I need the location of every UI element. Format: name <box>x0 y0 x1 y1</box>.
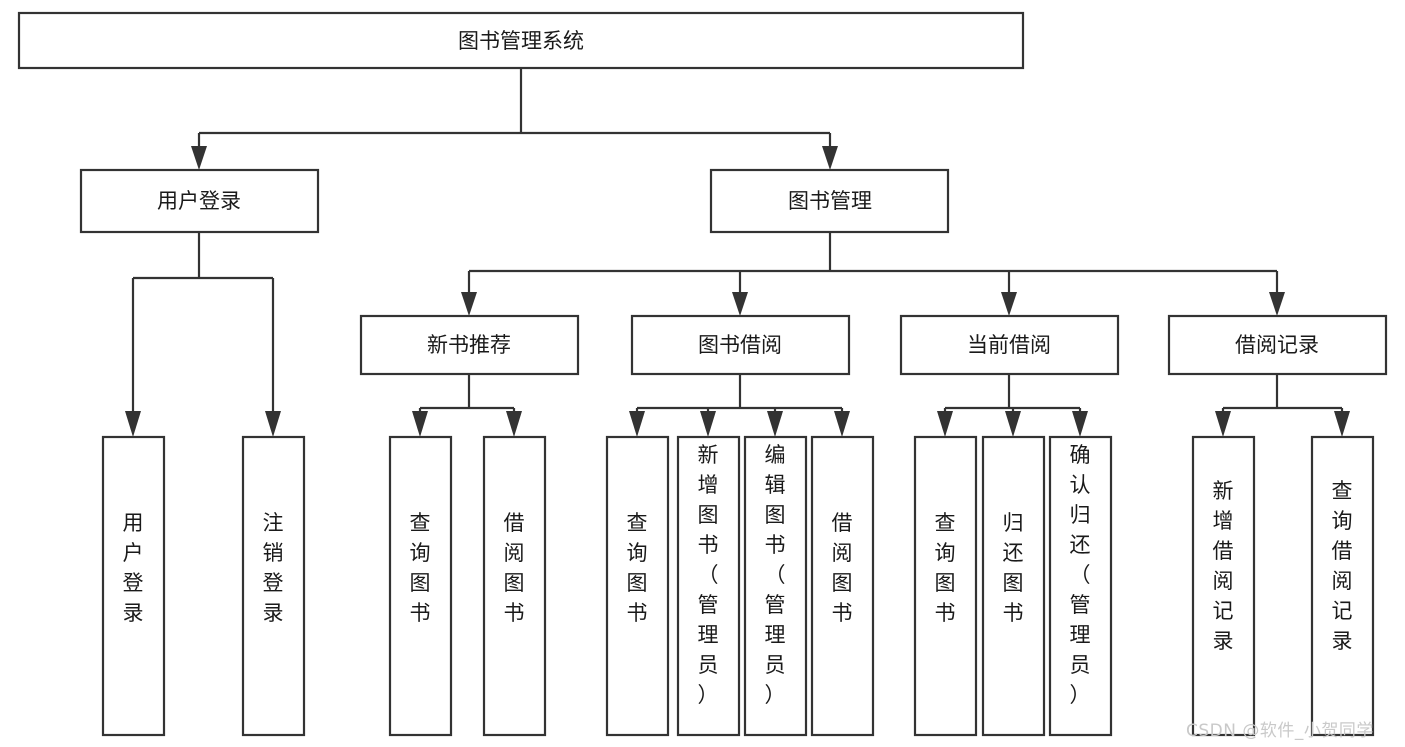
node-book-borrow-label: 图书借阅 <box>698 333 782 357</box>
node-leaf-edit-book-label: 编辑图书（管理员） <box>765 443 786 707</box>
node-user-login[interactable]: 用户登录 <box>79 168 320 234</box>
arrowhead-leaf-10 <box>1005 411 1021 437</box>
node-book-borrow-box[interactable] <box>630 314 851 376</box>
node-leaf-confirm-return[interactable]: 确认归还（管理员） <box>1048 435 1113 737</box>
node-leaf-user-login[interactable]: 用户登录 <box>101 435 166 737</box>
node-new-book-recommend[interactable]: 新书推荐 <box>359 314 580 376</box>
node-borrow-records[interactable]: 借阅记录 <box>1167 314 1388 376</box>
node-leaf-query-borrow-record-box[interactable] <box>1310 435 1375 737</box>
connector-group-book-mgmt <box>461 232 1285 316</box>
node-leaf-query-book-1-box[interactable] <box>388 435 453 737</box>
node-leaf-borrow-book-1-label: 借阅图书 <box>504 511 525 625</box>
arrowhead-l2-2 <box>822 146 838 170</box>
node-leaf-add-borrow-record-label: 新增借阅记录 <box>1213 479 1234 653</box>
node-new-book-recommend-label: 新书推荐 <box>427 333 511 357</box>
node-borrow-records-label: 借阅记录 <box>1235 333 1319 357</box>
node-leaf-query-book-2-label: 查询图书 <box>627 511 648 625</box>
arrowhead-l3-2 <box>732 292 748 316</box>
node-leaf-borrow-book-2-label: 借阅图书 <box>832 511 853 625</box>
node-leaf-return-book-label: 归还图书 <box>1003 511 1024 625</box>
arrowhead-leaf-9 <box>937 411 953 437</box>
node-current-borrow-label: 当前借阅 <box>967 333 1051 357</box>
node-leaf-return-book[interactable]: 归还图书 <box>981 435 1046 737</box>
node-leaf-borrow-book-2-box[interactable] <box>810 435 875 737</box>
node-leaf-return-book-box[interactable] <box>981 435 1046 737</box>
node-leaf-query-book-1-label: 查询图书 <box>410 511 431 625</box>
arrowhead-leaf-6 <box>700 411 716 437</box>
node-book-management-label: 图书管理 <box>788 189 872 213</box>
arrowhead-leaf-11 <box>1072 411 1088 437</box>
arrowhead-leaf-8 <box>834 411 850 437</box>
csdn-watermark: CSDN @软件_小贺同学 <box>1186 721 1374 741</box>
node-leaf-logout-box[interactable] <box>241 435 306 737</box>
node-leaf-borrow-book-2[interactable]: 借阅图书 <box>810 435 875 737</box>
connector-group-new-books <box>412 374 522 437</box>
node-leaf-query-book-2-box[interactable] <box>605 435 670 737</box>
connector-group-borrow-records <box>1215 374 1350 437</box>
node-leaf-user-login-box[interactable] <box>101 435 166 737</box>
node-leaf-add-book[interactable]: 新增图书（管理员） <box>676 435 741 737</box>
node-new-book-recommend-box[interactable] <box>359 314 580 376</box>
node-leaf-confirm-return-box[interactable] <box>1048 435 1113 737</box>
arrowhead-leaf-3 <box>412 411 428 437</box>
node-book-management-box[interactable] <box>709 168 950 234</box>
arrowhead-leaf-12 <box>1215 411 1231 437</box>
node-leaf-logout[interactable]: 注销登录 <box>241 435 306 737</box>
node-leaf-query-book-3[interactable]: 查询图书 <box>913 435 978 737</box>
node-book-management[interactable]: 图书管理 <box>709 168 950 234</box>
node-leaf-add-borrow-record[interactable]: 新增借阅记录 <box>1191 435 1256 737</box>
arrowhead-leaf-2 <box>265 411 281 437</box>
node-leaf-query-borrow-record[interactable]: 查询借阅记录 <box>1310 435 1375 737</box>
node-leaf-borrow-book-1-box[interactable] <box>482 435 547 737</box>
arrowhead-l3-1 <box>461 292 477 316</box>
arrowhead-leaf-1 <box>125 411 141 437</box>
node-leaf-query-borrow-record-label: 查询借阅记录 <box>1332 479 1353 653</box>
arrowhead-leaf-7 <box>767 411 783 437</box>
arrowhead-l3-4 <box>1269 292 1285 316</box>
node-user-login-label: 用户登录 <box>157 189 241 213</box>
connector-group-user-login <box>125 232 281 437</box>
node-leaf-add-book-label: 新增图书（管理员） <box>698 443 719 707</box>
node-leaf-user-login-label: 用户登录 <box>123 511 144 625</box>
arrowhead-l3-3 <box>1001 292 1017 316</box>
connector-group-root <box>191 68 838 170</box>
node-leaf-edit-book[interactable]: 编辑图书（管理员） <box>743 435 808 737</box>
node-leaf-add-borrow-record-box[interactable] <box>1191 435 1256 737</box>
node-leaf-logout-label: 注销登录 <box>263 511 284 625</box>
node-leaf-confirm-return-label: 确认归还（管理员） <box>1070 443 1091 707</box>
connector-group-book-borrow <box>629 374 850 437</box>
node-leaf-query-book-3-box[interactable] <box>913 435 978 737</box>
node-leaf-edit-book-box[interactable] <box>743 435 808 737</box>
node-root-box[interactable] <box>17 11 1025 70</box>
node-leaf-add-book-box[interactable] <box>676 435 741 737</box>
arrowhead-leaf-4 <box>506 411 522 437</box>
node-leaf-query-book-3-label: 查询图书 <box>935 511 956 625</box>
node-leaf-query-book-1[interactable]: 查询图书 <box>388 435 453 737</box>
node-borrow-records-box[interactable] <box>1167 314 1388 376</box>
node-leaf-query-book-2[interactable]: 查询图书 <box>605 435 670 737</box>
arrowhead-leaf-13 <box>1334 411 1350 437</box>
node-leaf-borrow-book-1[interactable]: 借阅图书 <box>482 435 547 737</box>
node-user-login-box[interactable] <box>79 168 320 234</box>
node-root[interactable]: 图书管理系统 <box>17 11 1025 70</box>
node-current-borrow[interactable]: 当前借阅 <box>899 314 1120 376</box>
node-root-label: 图书管理系统 <box>458 29 584 53</box>
connector-group-current-borrow <box>937 374 1088 437</box>
node-current-borrow-box[interactable] <box>899 314 1120 376</box>
arrowhead-l2-1 <box>191 146 207 170</box>
arrowhead-leaf-5 <box>629 411 645 437</box>
node-book-borrow[interactable]: 图书借阅 <box>630 314 851 376</box>
